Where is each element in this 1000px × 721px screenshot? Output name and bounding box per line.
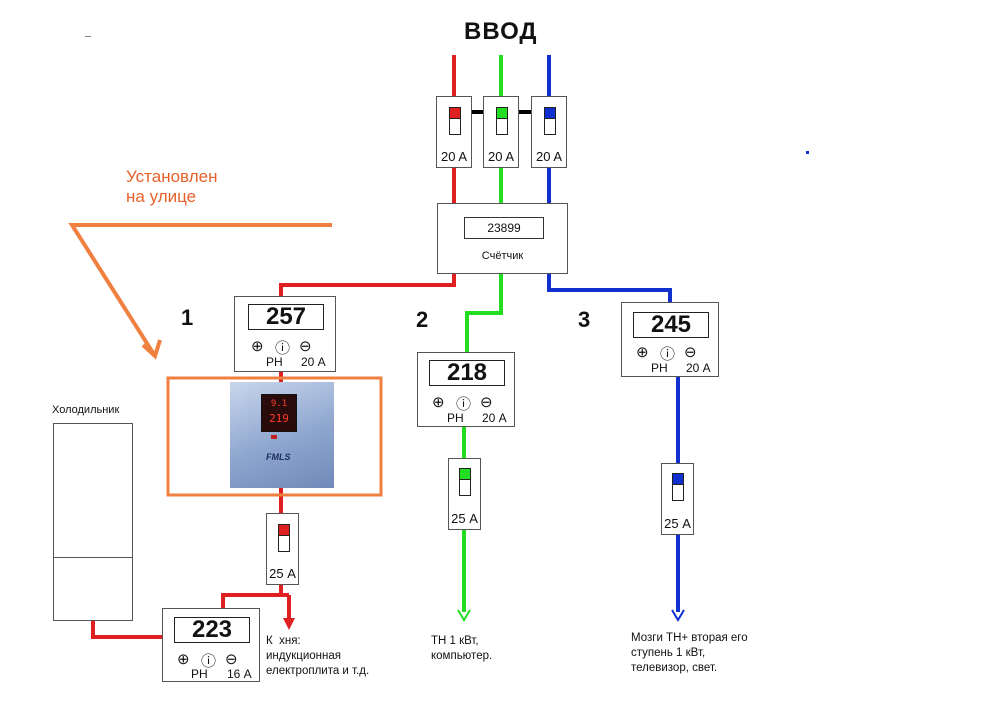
wire-fridge <box>91 620 163 639</box>
relay-current-label: 16 А <box>227 667 252 681</box>
breaker-rating: 20 A <box>487 149 515 164</box>
branch-breaker-2[interactable]: 25 А <box>448 458 481 530</box>
breaker-lever <box>544 107 556 135</box>
minus-icon[interactable]: ⊖ <box>684 344 697 361</box>
minus-icon[interactable]: ⊖ <box>480 394 493 411</box>
wire-breaker1-down <box>221 585 283 609</box>
input-breaker-blue[interactable]: 20 A <box>531 96 567 168</box>
minus-icon[interactable]: ⊖ <box>225 651 238 668</box>
breaker-rating: 25 А <box>664 516 691 531</box>
wire-branch-3 <box>547 274 672 303</box>
help-icon[interactable]: ⓘ <box>660 346 676 363</box>
help-icon[interactable]: ⓘ <box>275 340 291 357</box>
input-breaker-red[interactable]: 20 A <box>436 96 472 168</box>
branch-number-2: 2 <box>416 307 429 332</box>
stray-dot <box>806 151 809 154</box>
input-breaker-green[interactable]: 20 A <box>483 96 519 168</box>
voltage-relay-1[interactable]: 257 ⊕ ⓘ ⊖ РН 20 А <box>234 296 336 372</box>
help-icon[interactable]: ⓘ <box>456 396 472 413</box>
stray-dash <box>85 36 91 37</box>
title-input: ВВОД <box>464 18 538 45</box>
voltage-stabilizer-image: 9.1 219 FMLS <box>230 382 334 488</box>
help-icon[interactable]: ⓘ <box>201 653 217 670</box>
fridge-label: Холодильник <box>52 404 120 416</box>
breaker-knob-red <box>449 107 461 119</box>
voltage-relay-2[interactable]: 218 ⊕ ⓘ ⊖ РН 20 А <box>417 352 515 427</box>
breaker-knob-green <box>496 107 508 119</box>
breaker-lever <box>278 524 290 552</box>
voltage-relay-kitchen[interactable]: 223 ⊕ ⓘ ⊖ РН 16 А <box>162 608 260 682</box>
wire-branch-1 <box>279 274 456 297</box>
stabilizer-led <box>271 435 277 439</box>
callout-line-1: Установлен <box>126 167 218 186</box>
relay-rn-label: РН <box>266 355 283 369</box>
relay-display: 223 <box>174 617 250 643</box>
branch-breaker-3[interactable]: 25 А <box>661 463 694 535</box>
meter-label: Счётчик <box>481 250 524 262</box>
breaker-knob-green <box>459 468 471 480</box>
callout-line-2: на улице <box>126 187 197 206</box>
breaker-lever <box>672 473 684 501</box>
branch3-arrow <box>671 609 685 622</box>
stabilizer-screen-top: 9.1 <box>270 399 288 409</box>
stabilizer-logo: FMLS <box>266 452 291 462</box>
branch-number-1: 1 <box>181 305 194 330</box>
fridge-divider <box>54 557 132 558</box>
meter-display: 23899 <box>464 217 544 239</box>
breaker-knob-blue <box>544 107 556 119</box>
voltage-relay-3[interactable]: 245 ⊕ ⓘ ⊖ РН 20 А <box>621 302 719 377</box>
electricity-meter: 23899 Счётчик <box>437 203 568 274</box>
branch2-note: ТН 1 кВт, компьютер. <box>431 635 493 662</box>
relay-current-label: 20 А <box>301 355 326 369</box>
branch3-note: Мозги ТН+ вторая его ступень 1 кВт, теле… <box>631 632 748 674</box>
minus-icon[interactable]: ⊖ <box>299 338 312 355</box>
plus-icon[interactable]: ⊕ <box>432 394 445 411</box>
relay-current-label: 20 А <box>482 411 507 425</box>
callout-arrowhead <box>141 339 162 360</box>
branch2-arrow <box>457 609 471 622</box>
wire-branch-2 <box>465 274 503 352</box>
breaker-lever <box>449 107 461 135</box>
relay-rn-label: РН <box>447 411 464 425</box>
breaker-rating: 20 A <box>440 149 468 164</box>
fridge-body <box>53 423 133 621</box>
stabilizer-highlight-frame <box>166 376 383 497</box>
kitchen-note: К хня: индукционная електроплита и т.д. <box>266 635 370 677</box>
breaker-knob-blue <box>672 473 684 485</box>
plus-icon[interactable]: ⊕ <box>251 338 264 355</box>
relay-display: 218 <box>429 360 505 386</box>
breaker-rating: 20 A <box>535 149 563 164</box>
relay-rn-label: РН <box>651 361 668 375</box>
breaker-lever <box>496 107 508 135</box>
stabilizer-screen-bottom: 219 <box>269 412 289 425</box>
stabilizer-screen: 9.1 219 <box>261 394 297 432</box>
callout-pointer <box>68 223 332 358</box>
breaker-rating: 25 А <box>269 566 296 581</box>
breaker-lever <box>459 468 471 496</box>
breaker-knob-red <box>278 524 290 536</box>
plus-icon[interactable]: ⊕ <box>177 651 190 668</box>
breaker-rating: 25 А <box>451 511 478 526</box>
kitchen-arrow <box>283 618 295 630</box>
callout-text: Установлен на улице <box>126 167 217 207</box>
branch-number-3: 3 <box>578 307 591 332</box>
branch-breaker-1[interactable]: 25 А <box>266 513 299 585</box>
relay-display: 245 <box>633 312 709 338</box>
relay-rn-label: РН <box>191 667 208 681</box>
plus-icon[interactable]: ⊕ <box>636 344 649 361</box>
relay-current-label: 20 А <box>686 361 711 375</box>
relay-display: 257 <box>248 304 324 330</box>
